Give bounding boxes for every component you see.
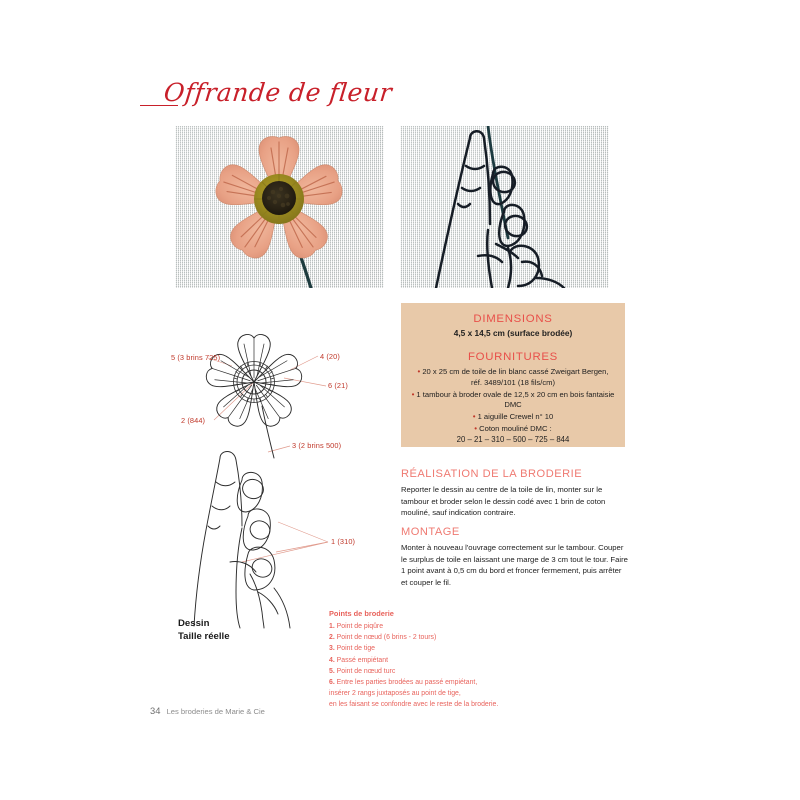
bullet-icon: •	[474, 423, 478, 433]
list-item: 6. Entre les parties brodées au passé em…	[329, 677, 544, 688]
footer-page-number: 34	[150, 705, 161, 716]
dmc-numbers: 20 – 21 – 310 – 500 – 725 – 844	[456, 434, 570, 444]
legend-text: Passé empiétant	[336, 656, 388, 664]
bullet-icon: •	[472, 412, 476, 422]
diagram-label-4: 4 (20)	[320, 352, 340, 361]
bullet-icon: •	[417, 367, 421, 376]
section-body: Monter à nouveau l'ouvrage correctement …	[401, 543, 628, 588]
pattern-diagram: 5 (3 brins 725) 4 (20) 6 (21) 2 (844) 3 …	[150, 330, 380, 630]
diagram-caption-line1: Dessin	[178, 618, 210, 629]
diagram-artwork	[193, 334, 329, 629]
dimensions-value: 4,5 x 14,5 cm (surface brodée)	[453, 328, 573, 338]
list-item: 5. Point de nœud turc	[329, 666, 544, 677]
embroidered-hand-photo	[400, 126, 609, 288]
legend-text: Entre les parties brodées au passé empié…	[336, 678, 478, 686]
footer-book-title: Les broderies de Marie & Cie	[166, 707, 265, 716]
section-realisation: RÉALISATION DE LA BRODERIE Reporter le d…	[401, 468, 629, 519]
embroidered-flower-photo	[175, 126, 384, 288]
diagram-caption: Dessin Taille réelle	[178, 618, 230, 644]
legend-text: Point de nœud (6 brins - 2 tours)	[336, 634, 437, 642]
legend-number: 5.	[329, 667, 335, 675]
diagram-label-6: 6 (21)	[328, 381, 348, 390]
legend-text: Point de piqûre	[336, 622, 384, 630]
points-de-broderie-legend: Points de broderie 1. Point de piqûre 2.…	[329, 608, 544, 710]
hand-photo-artwork	[434, 126, 566, 288]
page-title: Offrande de fleur	[162, 78, 394, 107]
section-body: Reporter le dessin au centre de la toile…	[401, 485, 606, 518]
page-footer: 34 Les broderies de Marie & Cie	[150, 705, 265, 716]
legend-title: Points de broderie	[329, 609, 394, 618]
legend-text: Point de tige	[336, 645, 375, 653]
list-item: •1 aiguille Crewel n° 10	[472, 412, 554, 422]
list-item: 2. Point de nœud (6 brins - 2 tours)	[329, 632, 544, 643]
legend-number: 1.	[329, 622, 335, 630]
supplies-box: DIMENSIONS 4,5 x 14,5 cm (surface brodée…	[401, 303, 625, 447]
diagram-label-3: 3 (2 brins 500)	[292, 441, 342, 450]
section-montage: MONTAGE Monter à nouveau l'ouvrage corre…	[401, 526, 629, 589]
diagram-label-1: 1 (310)	[331, 537, 356, 546]
list-item-continuation: insérer 2 rangs juxtaposés au point de t…	[329, 688, 544, 699]
list-item: 1. Point de piqûre	[329, 621, 544, 632]
legend-number: 4.	[329, 656, 335, 664]
fournitures-heading: FOURNITURES	[468, 351, 558, 363]
flower-photo-artwork	[215, 136, 343, 288]
linen-texture	[400, 126, 609, 288]
section-heading: RÉALISATION DE LA BRODERIE	[401, 468, 583, 480]
bullet-icon: •	[411, 389, 415, 399]
title-rule	[140, 105, 178, 107]
legend-number: 3.	[329, 645, 335, 653]
diagram-label-2: 2 (844)	[181, 416, 206, 425]
section-heading: MONTAGE	[401, 526, 460, 538]
list-item: 4. Passé empiétant	[329, 655, 544, 666]
diagram-label-5: 5 (3 brins 725)	[171, 353, 221, 362]
list-item: •Coton mouliné DMC :	[474, 423, 552, 433]
legend-number: 6.	[329, 678, 335, 686]
list-item: 3. Point de tige	[329, 643, 544, 654]
page-title-block: Offrande de fleur	[140, 78, 560, 116]
list-item-continuation: en les faisant se confondre avec le rest…	[329, 699, 544, 710]
legend-text: en les faisant se confondre avec le rest…	[329, 701, 499, 709]
list-item: •1 tambour à broder ovale de 12,5 x 20 c…	[411, 389, 615, 410]
legend-list: 1. Point de piqûre 2. Point de nœud (6 b…	[329, 621, 544, 711]
list-item: •20 x 25 cm de toile de lin blanc cassé …	[417, 367, 609, 387]
legend-number: 2.	[329, 634, 335, 642]
legend-text: Point de nœud turc	[336, 667, 396, 675]
legend-text: insérer 2 rangs juxtaposés au point de t…	[329, 690, 461, 698]
diagram-caption-line2: Taille réelle	[178, 630, 230, 642]
dimensions-heading: DIMENSIONS	[473, 313, 553, 325]
fournitures-list: •20 x 25 cm de toile de lin blanc cassé …	[411, 366, 615, 435]
